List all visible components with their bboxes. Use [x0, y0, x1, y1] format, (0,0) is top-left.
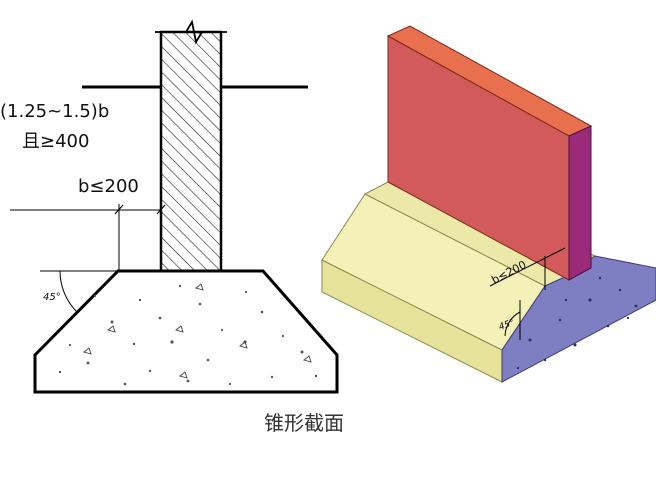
end-face-speckles: [516, 276, 638, 370]
angle-arc: [59, 270, 78, 313]
footing-step-left: [34, 270, 119, 356]
wall-section: [159, 30, 223, 274]
concrete-speckles: [58, 283, 318, 386]
offset-label: b≤200: [78, 176, 139, 197]
dim-tick-wall: [156, 204, 166, 215]
left-section: (1.25~1.5)b 且≥400 b≤200 45°: [0, 19, 339, 394]
figure-caption: 锥形截面: [264, 411, 344, 435]
break-mark: [155, 19, 227, 45]
right-isometric: b≤200 45°: [321, 25, 656, 383]
ratio-label: (1.25~1.5)b: [0, 101, 109, 122]
min-label: 且≥400: [22, 131, 89, 152]
iso-dim-line: [489, 247, 566, 287]
wall-side-face: [568, 125, 592, 281]
angle-label: 45°: [43, 292, 61, 303]
iso-angle-arc: [504, 311, 521, 337]
footing-end-face: [501, 255, 656, 383]
